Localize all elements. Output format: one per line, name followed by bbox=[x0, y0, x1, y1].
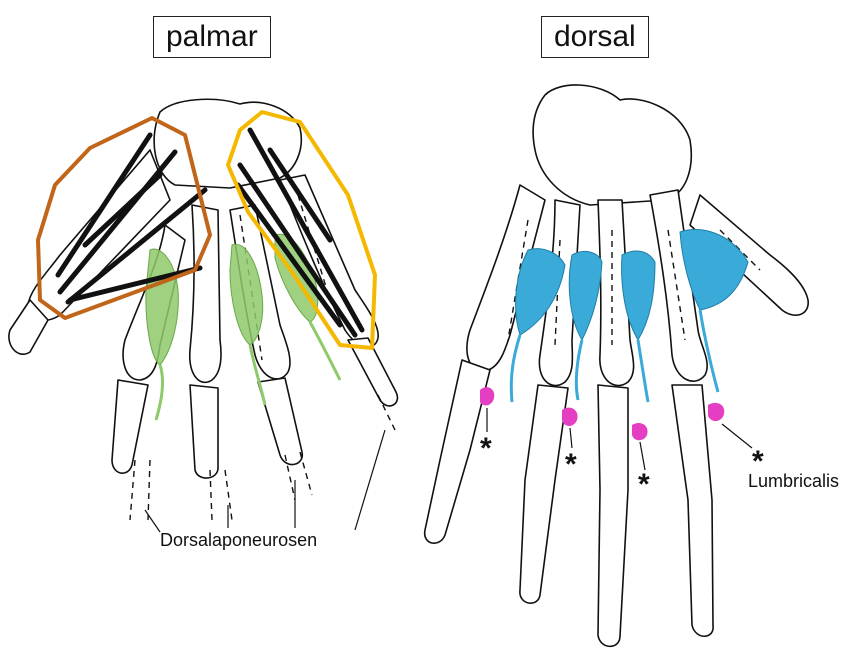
dorsal-middle-finger bbox=[520, 385, 568, 603]
palmar-hand bbox=[9, 99, 398, 532]
lumbricalis-label: Lumbricalis bbox=[748, 471, 839, 492]
lumbricalis-asterisk-2: * bbox=[565, 450, 577, 480]
palmar-middle-metacarpal bbox=[190, 205, 221, 382]
lumbricalis-asterisk-3: * bbox=[638, 470, 650, 500]
dorsal-hand bbox=[425, 85, 809, 646]
lumbricalis-asterisk-1: * bbox=[480, 434, 492, 464]
palmar-ring-phalanx bbox=[258, 378, 302, 465]
dorsal-little-finger bbox=[672, 385, 713, 636]
palmar-carpals bbox=[154, 99, 301, 188]
dorsalaponeurosen-leaders bbox=[145, 430, 385, 532]
palmar-middle-phalanx bbox=[190, 385, 218, 478]
dorsal-interosseus-2 bbox=[569, 251, 602, 340]
dorsal-ring-finger bbox=[598, 385, 628, 646]
dorsal-carpals bbox=[533, 85, 691, 205]
dorsalaponeurosen-label: Dorsalaponeurosen bbox=[160, 530, 317, 551]
palmar-index-phalanx bbox=[112, 380, 148, 473]
